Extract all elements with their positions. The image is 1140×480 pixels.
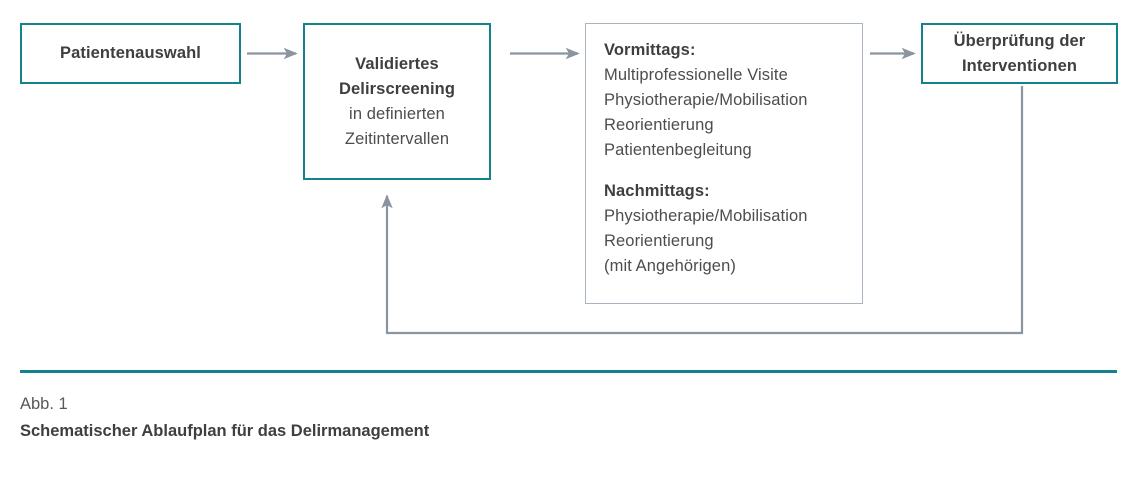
node-ueberpruefung-line-2: Interventionen (961, 56, 1078, 75)
figure-title: Schematischer Ablaufplan für das Delirma… (20, 422, 430, 440)
vormittags-item: Patientenbegleitung (604, 141, 752, 159)
node-patientenauswahl-label: Patientenauswahl (60, 44, 201, 62)
node-delirscreening: Validiertes Delirscreening in definierte… (303, 23, 491, 180)
nachmittags-item: (mit Angehörigen) (604, 257, 736, 275)
figure-number: Abb. 1 (20, 395, 68, 413)
node-ueberpruefung: Überprüfung der Interventionen (921, 23, 1118, 84)
node-delirscreening-line-4: Zeitintervallen (344, 129, 450, 148)
vormittags-heading: Vormittags: (604, 41, 696, 59)
caption-divider (20, 370, 1117, 373)
nachmittags-heading: Nachmittags: (604, 182, 710, 200)
node-delirscreening-line-3: in definierten (349, 104, 445, 123)
nachmittags-item: Physiotherapie/Mobilisation (604, 207, 808, 225)
node-delirscreening-line-1: Validiertes (355, 54, 439, 73)
vormittags-item: Physiotherapie/Mobilisation (604, 91, 808, 109)
node-patientenauswahl: Patientenauswahl (20, 23, 241, 84)
vormittags-item: Reorientierung (604, 116, 714, 134)
nachmittags-item: Reorientierung (604, 232, 714, 250)
node-delirscreening-line-2: Delirscreening (338, 79, 456, 98)
figure-caption: Abb. 1 Schematischer Ablaufplan für das … (20, 393, 1120, 443)
node-tagesablauf: Vormittags: Multiprofessionelle Visite P… (585, 23, 863, 304)
vormittags-item: Multiprofessionelle Visite (604, 66, 788, 84)
node-ueberpruefung-line-1: Überprüfung der (953, 31, 1086, 50)
